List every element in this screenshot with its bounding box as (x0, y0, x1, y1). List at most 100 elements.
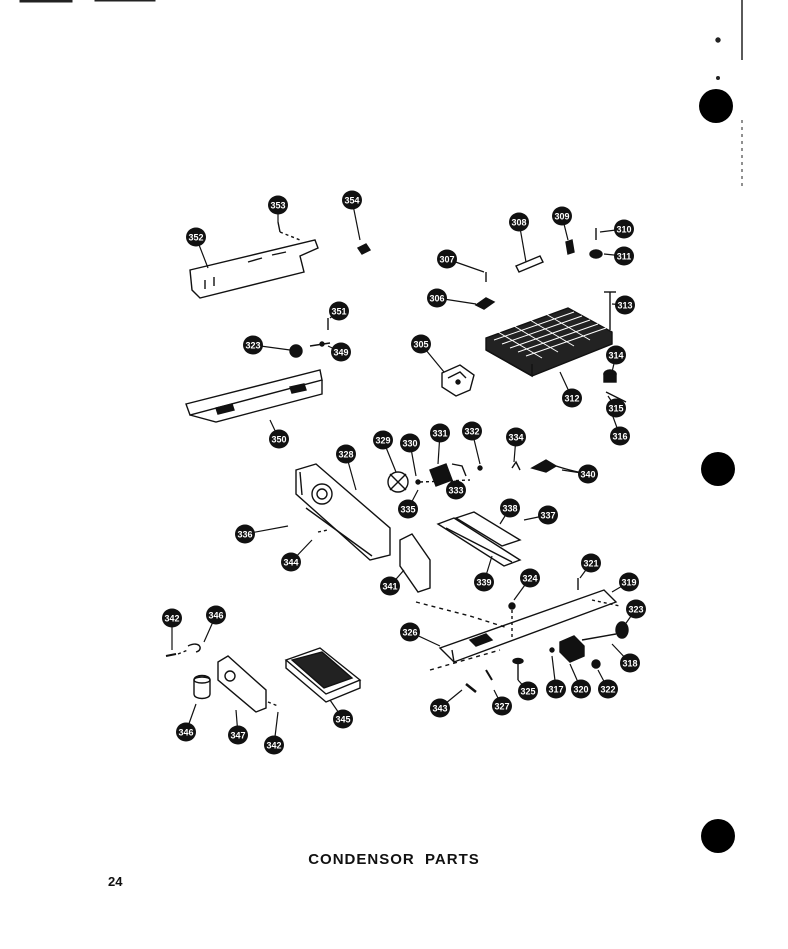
scan-artifacts (19, 0, 743, 190)
callout-label-314: 314 (608, 351, 623, 361)
callout-label-311: 311 (617, 252, 632, 262)
callout-circle (620, 653, 640, 673)
callout-circle (546, 679, 566, 699)
callout-label-313: 313 (617, 301, 632, 311)
callout-label-329: 329 (375, 436, 390, 446)
callout-circle (281, 552, 301, 572)
callout-circle (578, 464, 598, 484)
callout-circle (614, 219, 634, 239)
callout-circle (264, 735, 284, 755)
callout-label-346: 346 (208, 611, 223, 621)
parts-drawing (165, 221, 629, 713)
part-small-bracket (441, 364, 475, 397)
callout-circle (380, 576, 400, 596)
callout-circle (235, 524, 255, 544)
callout-label-345: 345 (335, 715, 350, 725)
callout-label-340: 340 (580, 470, 595, 480)
callout-circle (626, 599, 646, 619)
callout-circle (331, 342, 351, 362)
callout-label-344: 344 (283, 558, 298, 568)
callout-label-337: 337 (540, 511, 555, 521)
callout-circle (606, 398, 626, 418)
callout-circle (342, 190, 362, 210)
callout-circle (437, 249, 457, 269)
callout-circle (462, 421, 482, 441)
callout-label-319: 319 (621, 578, 636, 588)
part-condenser-grid (485, 307, 613, 378)
callout-label-326: 326 (402, 628, 417, 638)
callout-circle (186, 227, 206, 247)
part-base-rail (185, 369, 323, 416)
callout-circle (552, 206, 572, 226)
callout-circle (509, 212, 529, 232)
callout-label-310: 310 (616, 225, 631, 235)
callout-circle (446, 480, 466, 500)
callout-label-320: 320 (573, 685, 588, 695)
callout-circle (373, 430, 393, 450)
callout-circle (400, 622, 420, 642)
callout-label-333: 333 (448, 486, 463, 496)
callout-label-318: 318 (622, 659, 637, 669)
diagram-caption: CONDENSOR PARTS (308, 851, 480, 868)
part-long-bottom-bracket (438, 589, 618, 663)
callout-label-338: 338 (502, 504, 517, 514)
binder-hole-bottom (701, 819, 735, 853)
callout-label-354: 354 (344, 196, 359, 206)
part-mounting-panel (295, 463, 391, 561)
callout-circle (400, 433, 420, 453)
callout-circle (562, 388, 582, 408)
callout-circle (243, 335, 263, 355)
callout-label-331: 331 (432, 429, 447, 439)
callout-label-327: 327 (494, 702, 509, 712)
callout-label-332: 332 (464, 427, 479, 437)
callout-label-317: 317 (548, 685, 563, 695)
callout-circle (610, 426, 630, 446)
callout-label-312: 312 (564, 394, 579, 404)
callout-circle (336, 444, 356, 464)
callout-label-341: 341 (382, 582, 397, 592)
callout-circle (176, 722, 196, 742)
callout-circle (492, 696, 512, 716)
callout-circle (506, 427, 526, 447)
callout-circle (518, 681, 538, 701)
callout-circle (427, 288, 447, 308)
callout-circle (474, 572, 494, 592)
callout-label-339: 339 (476, 578, 491, 588)
callout-label-353: 353 (270, 201, 285, 211)
callout-circle (411, 334, 431, 354)
callout-circle (581, 553, 601, 573)
callout-circle (571, 679, 591, 699)
callout-label-305: 305 (413, 340, 428, 350)
callout-label-336: 336 (237, 530, 252, 540)
callout-circle (615, 295, 635, 315)
callout-label-346: 346 (178, 728, 193, 738)
callout-label-352: 352 (188, 233, 203, 243)
callout-label-347: 347 (230, 731, 245, 741)
callout-label-316: 316 (612, 432, 627, 442)
callout-circle (430, 423, 450, 443)
callout-label-330: 330 (402, 439, 417, 449)
callout-circle (430, 698, 450, 718)
callout-circle (206, 605, 226, 625)
callout-label-334: 334 (508, 433, 523, 443)
callout-circle (398, 499, 418, 519)
callout-label-322: 322 (600, 685, 615, 695)
callout-circle (614, 246, 634, 266)
binder-hole-top (699, 89, 733, 123)
callout-circle (538, 505, 558, 525)
callout-label-342: 342 (266, 741, 281, 751)
page-number: 24 (108, 874, 123, 889)
callout-circle (228, 725, 248, 745)
callout-circle (619, 572, 639, 592)
callout-label-308: 308 (511, 218, 526, 228)
callout-circle (333, 709, 353, 729)
callout-circle (162, 608, 182, 628)
callout-label-323: 323 (245, 341, 260, 351)
callout-circle (598, 679, 618, 699)
callout-label-306: 306 (429, 294, 444, 304)
callout-circle (520, 568, 540, 588)
callout-circle (268, 195, 288, 215)
